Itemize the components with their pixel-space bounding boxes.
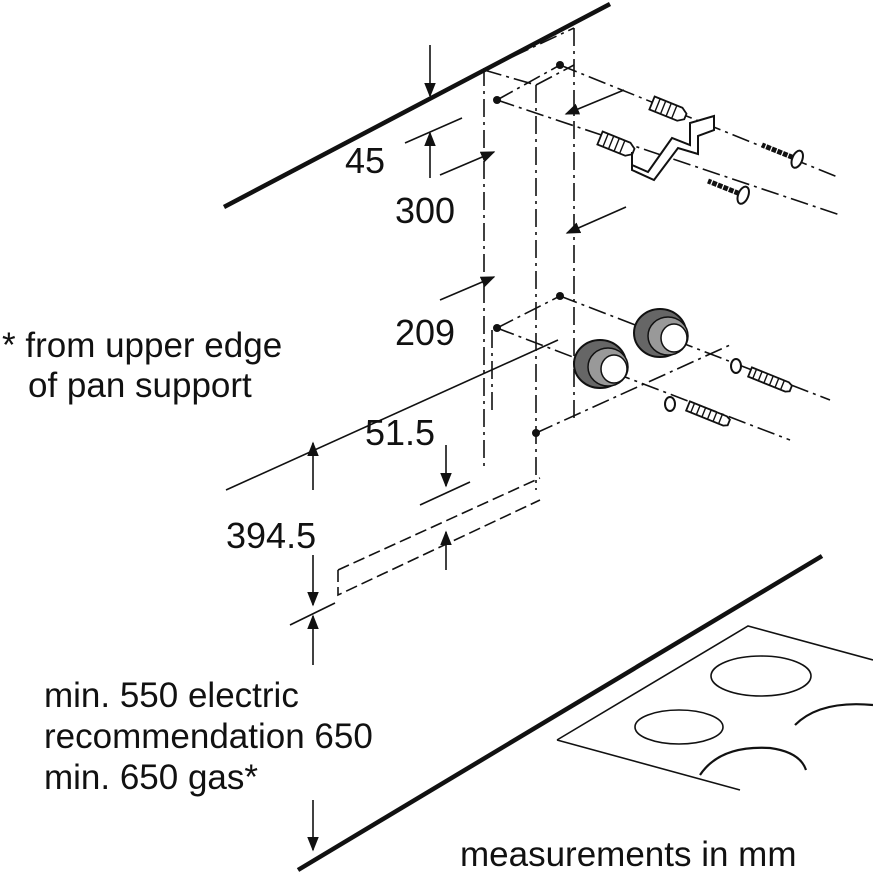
footnote-line-2: of pan support <box>28 366 252 405</box>
dimension-394-5: 394.5 <box>226 441 336 626</box>
clearance-line-1: min. 550 electric <box>44 676 299 715</box>
wall-plug-icon <box>596 130 636 157</box>
clearance-line-3: min. 650 gas* <box>44 758 258 797</box>
mounting-bracket-icon <box>631 114 715 182</box>
dimension-label-394-5: 394.5 <box>226 515 316 556</box>
extraction-fitting-icon <box>573 339 629 389</box>
dimension-label-45: 45 <box>345 140 385 181</box>
dimension-label-300: 300 <box>395 190 455 231</box>
screw-icon <box>746 366 793 393</box>
ceiling-line <box>222 2 612 209</box>
dimension-300: 300 <box>395 89 625 231</box>
drill-holes <box>493 61 564 437</box>
dimension-label-209: 209 <box>395 312 455 353</box>
clearance-line-2: recommendation 650 <box>44 717 373 756</box>
washer-icon <box>664 396 676 412</box>
hob-burner <box>634 709 724 745</box>
dimension-label-51-5: 51.5 <box>365 412 435 453</box>
top-mounting-axes <box>496 64 841 216</box>
screw-icon <box>707 178 750 205</box>
units-note: measurements in mm <box>460 835 796 874</box>
hob-burner <box>710 655 812 697</box>
worktop-front-edge <box>296 554 824 872</box>
screw-icon <box>761 142 804 169</box>
dimension-209: 209 <box>395 206 627 353</box>
extraction-fitting-icon <box>633 308 689 358</box>
footnote-line-1: * from upper edge <box>2 326 282 365</box>
hood-bottom-edge <box>225 339 559 491</box>
dimension-51-5: 51.5 <box>365 412 471 570</box>
dimension-45: 45 <box>345 45 463 181</box>
screw-icon <box>684 400 731 427</box>
hood-dashed-outline <box>337 477 541 597</box>
hob-burner <box>794 703 873 726</box>
hob-outline <box>556 625 873 791</box>
washer-icon <box>730 358 742 374</box>
hob-burner <box>699 746 808 776</box>
wall-plug-icon <box>648 95 688 122</box>
